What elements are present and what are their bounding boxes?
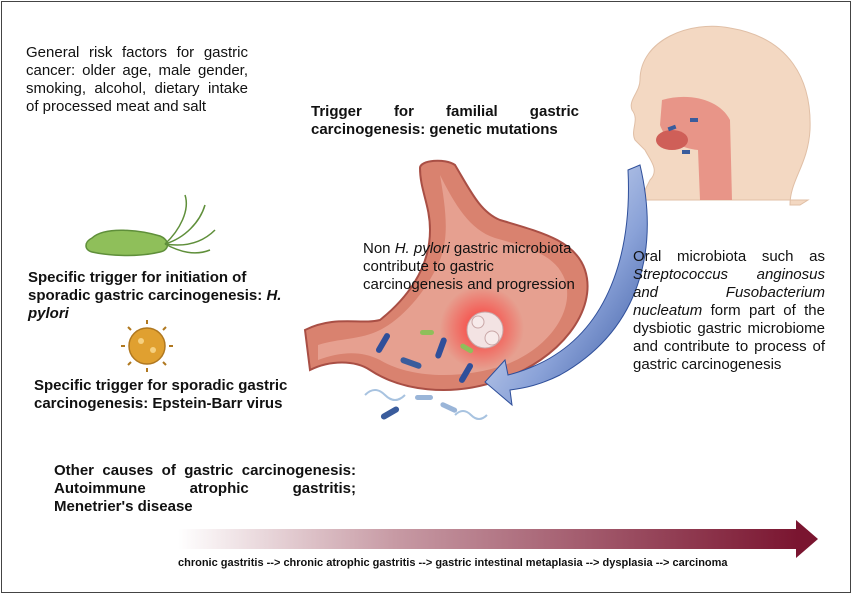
h-pylori-organism: H. pylori [28, 287, 282, 322]
oral-microbiota-text: Oral microbiota such as Streptococcus an… [633, 248, 825, 374]
non-h-pylori-lead: Non [363, 240, 395, 257]
risk-factors-text: General risk factors for gastric cancer:… [26, 44, 248, 115]
oral-microbiota-organisms: Streptococcus anginosus and Fusobacteriu… [633, 266, 825, 319]
other-causes-text: Other causes of gastric carcinogenesis: … [54, 462, 356, 515]
familial-trigger-text: Trigger for familial gastric carcinogene… [311, 103, 579, 138]
stomach-illustration [303, 159, 589, 391]
ebv-virus-illustration [121, 320, 173, 372]
non-h-pylori-rest: gastric microbiota contribute to gastric… [363, 240, 575, 293]
non-h-pylori-text: Non H. pylori gastric microbiota contrib… [363, 240, 595, 294]
h-pylori-trigger-text: Specific trigger for initiation of spora… [28, 269, 290, 323]
progression-timeline-text: chronic gastritis --> chronic atrophic g… [178, 557, 728, 569]
oral-microbiota-lead: Oral microbiota such as [633, 248, 825, 265]
oral-to-stomach-arrow [484, 164, 648, 407]
gastric-bacteria [364, 330, 488, 420]
head-illustration [630, 25, 811, 206]
oral-microbiota-rest: form part of the dysbiotic gastric micro… [633, 302, 825, 373]
non-h-pylori-organism: H. pylori [394, 240, 450, 257]
h-pylori-trigger-lead: Specific trigger for initiation of spora… [28, 269, 267, 304]
h-pylori-illustration [85, 194, 216, 257]
progression-arrow [178, 520, 818, 558]
ebv-trigger-text: Specific trigger for sporadic gastric ca… [34, 377, 288, 412]
